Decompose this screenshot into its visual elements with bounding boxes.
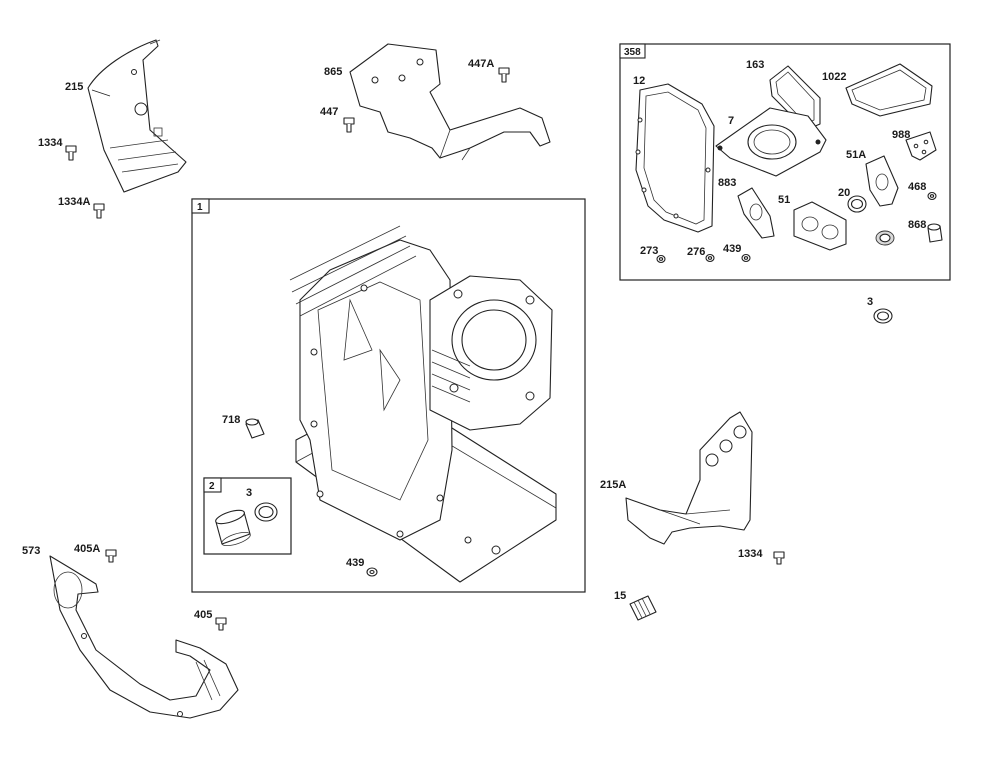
gasket-set-box-number: 358 <box>624 47 641 58</box>
crankcase-gasket-12-part[interactable] <box>635 83 715 233</box>
gasket-51A-part[interactable] <box>865 155 899 207</box>
label-51A: 51A <box>846 149 866 161</box>
label-3-kit: 3 <box>246 487 252 499</box>
screw-447A-part[interactable] <box>498 67 510 83</box>
sleeve-kit-frame: 2 <box>203 477 292 555</box>
label-273: 273 <box>640 245 658 257</box>
label-15: 15 <box>614 590 626 602</box>
label-447A: 447A <box>468 58 494 70</box>
washer-468-part[interactable] <box>927 191 937 201</box>
label-3-right: 3 <box>867 296 873 308</box>
gasket-988-part[interactable] <box>905 131 937 161</box>
label-20: 20 <box>838 187 850 199</box>
bracket-865-part[interactable] <box>349 43 551 161</box>
seal-20-part[interactable] <box>847 195 867 213</box>
washer-439-main-part[interactable] <box>366 567 378 577</box>
label-1334A: 1334A <box>58 196 90 208</box>
guard-573-part[interactable] <box>49 555 239 719</box>
head-gasket-7-part[interactable] <box>715 107 827 177</box>
valve-seal-868-part[interactable] <box>927 223 943 243</box>
label-573: 573 <box>22 545 40 557</box>
label-276: 276 <box>687 246 705 258</box>
gasket-883-part[interactable] <box>737 187 775 239</box>
seal-3-right-part[interactable] <box>873 308 893 324</box>
screw-447-part[interactable] <box>343 117 355 133</box>
label-988: 988 <box>892 129 910 141</box>
engine-block-part[interactable] <box>289 225 557 583</box>
engine-block-frame: 1 <box>191 198 586 593</box>
gasket-51-part[interactable] <box>793 201 847 251</box>
shroud-215-part[interactable] <box>87 39 187 193</box>
seal-grey-part[interactable] <box>875 230 895 246</box>
shroud-215A-part[interactable] <box>625 411 753 545</box>
gasket-set-frame: 358 <box>619 43 951 281</box>
engine-block-box-number: 1 <box>197 202 203 213</box>
label-12: 12 <box>633 75 645 87</box>
gasket-1022-part[interactable] <box>845 63 933 117</box>
washer-439-kit-part[interactable] <box>741 253 751 263</box>
label-215A: 215A <box>600 479 626 491</box>
label-1334-top: 1334 <box>38 137 63 149</box>
label-51: 51 <box>778 194 790 206</box>
label-1334-right: 1334 <box>738 548 763 560</box>
screw-405A-part[interactable] <box>105 549 117 563</box>
seal-3-kit-part[interactable] <box>254 502 278 522</box>
label-868: 868 <box>908 219 926 231</box>
screw-1334A-part[interactable] <box>93 203 105 219</box>
label-718: 718 <box>222 414 240 426</box>
label-215: 215 <box>65 81 83 93</box>
label-883: 883 <box>718 177 736 189</box>
screw-405-part[interactable] <box>215 617 227 631</box>
label-468: 468 <box>908 181 926 193</box>
label-405A: 405A <box>74 543 100 555</box>
screw-1334-top-part[interactable] <box>65 145 77 161</box>
label-1022: 1022 <box>822 71 846 83</box>
label-405: 405 <box>194 609 212 621</box>
label-865: 865 <box>324 66 342 78</box>
dowel-718-part[interactable] <box>245 418 265 439</box>
sleeve-part[interactable] <box>214 508 252 549</box>
washer-276-part[interactable] <box>705 253 715 263</box>
washer-273-part[interactable] <box>656 254 666 264</box>
gasket-163-part[interactable] <box>769 65 821 131</box>
label-439-main: 439 <box>346 557 364 569</box>
label-7: 7 <box>728 115 734 127</box>
fitting-15-part[interactable] <box>629 595 657 621</box>
label-439-kit: 439 <box>723 243 741 255</box>
screw-1334-right-part[interactable] <box>773 551 785 565</box>
label-447: 447 <box>320 106 338 118</box>
sleeve-kit-box-number: 2 <box>209 481 215 492</box>
label-163: 163 <box>746 59 764 71</box>
